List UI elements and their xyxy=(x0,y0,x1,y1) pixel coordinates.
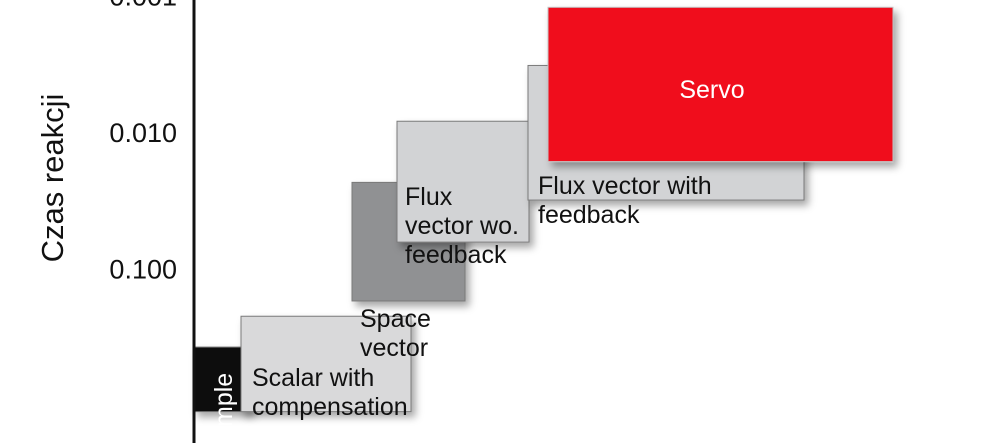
bar-label: Flux xyxy=(405,183,453,211)
bar-label: feedback xyxy=(538,201,640,229)
bar-label: Servo xyxy=(679,76,744,104)
y-tick-label: 0.001 xyxy=(109,0,177,12)
bar-label: vector xyxy=(360,334,428,362)
y-tick-label: 0.010 xyxy=(109,118,177,148)
y-tick-label: 0.100 xyxy=(109,255,177,285)
bar-rect xyxy=(240,315,412,413)
bar-rect xyxy=(547,6,894,163)
bar-label: feedback xyxy=(405,241,507,269)
bar-label: Flux vector with xyxy=(538,172,712,200)
bar-label: vector wo. xyxy=(405,212,519,240)
bar-label: mple xyxy=(210,373,238,427)
bar-servo: Servo xyxy=(547,6,894,163)
bar-rect xyxy=(396,120,530,243)
bar-label: Scalar with xyxy=(252,364,374,392)
bar-label: compensation xyxy=(252,393,408,421)
y-axis-label: Czas reakcji xyxy=(35,94,70,263)
bar-label: Space xyxy=(360,305,431,333)
